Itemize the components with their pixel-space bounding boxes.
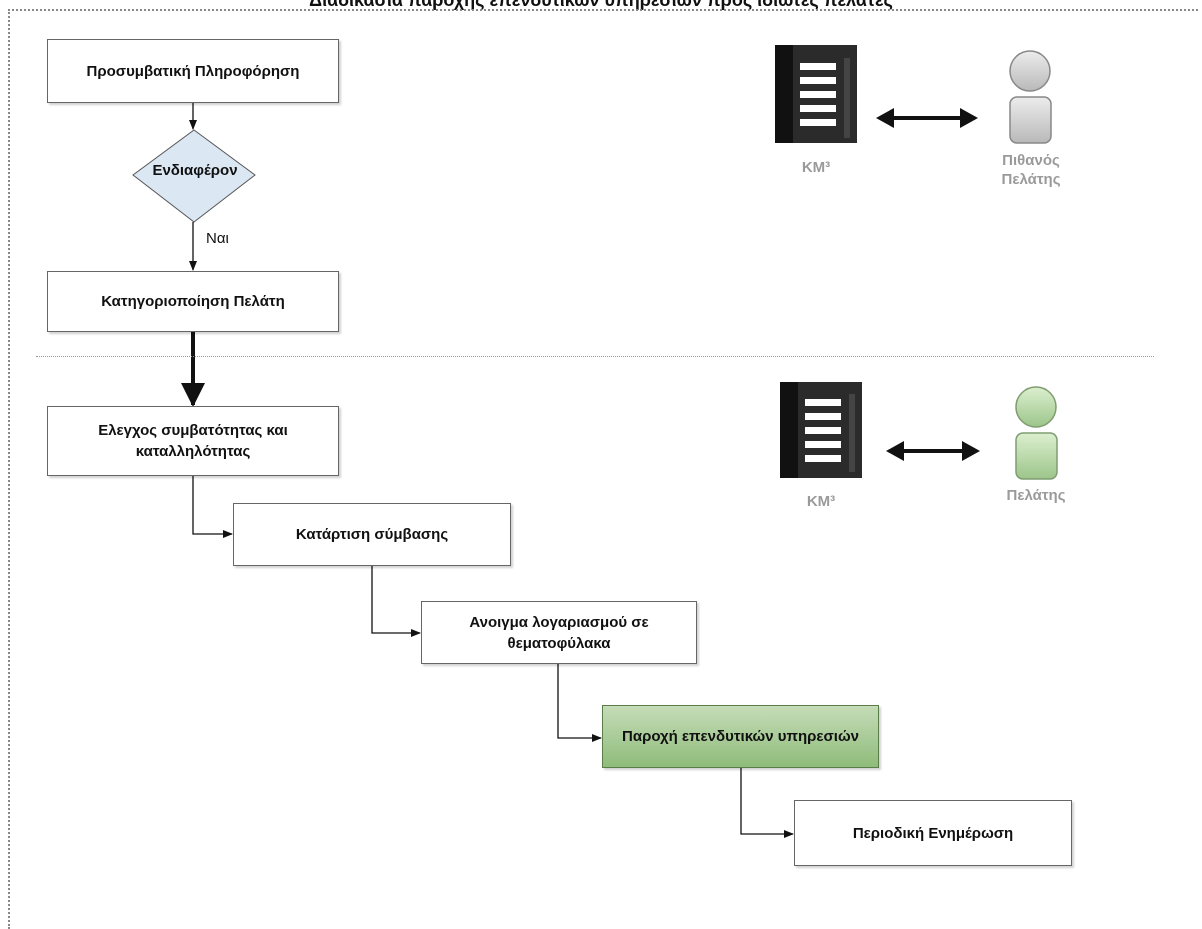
step-suitability: Ελεγχος συμβατότητας και καταλληλότητας xyxy=(47,406,339,476)
phase-divider xyxy=(36,356,1154,357)
potential-client-label: Πιθανός Πελάτης xyxy=(1001,152,1061,188)
step-categorize-label: Κατηγοριοποίηση Πελάτη xyxy=(101,293,285,310)
step-services: Παροχή επενδυτικών υπηρεσιών xyxy=(602,705,879,768)
dotted-frame xyxy=(8,9,1198,929)
decision-label: Ενδιαφέρον xyxy=(152,162,238,179)
step-contract-label: Κατάρτιση σύμβασης xyxy=(295,526,449,543)
firm-label-top: ΚΜ³ xyxy=(801,159,831,176)
step-suitability-label: Ελεγχος συμβατότητας και καταλληλότητας xyxy=(98,422,288,460)
step-info-label: Προσυμβατική Πληροφόρηση xyxy=(86,62,300,80)
double-arrow-icon xyxy=(876,108,978,128)
double-arrow-icon xyxy=(886,441,980,461)
step-contract: Κατάρτιση σύμβασης xyxy=(233,503,511,566)
firm-label-bottom: ΚΜ³ xyxy=(806,493,836,510)
decision-yes-label: Ναι xyxy=(206,230,229,247)
person-icon xyxy=(1015,386,1058,480)
connector-suitability-to-contract xyxy=(192,476,233,538)
step-account-label: Ανοιγμα λογαριασμού σε θεματοφύλακα xyxy=(469,613,649,652)
step-update-label: Περιοδική Ενημέρωση xyxy=(852,824,1014,842)
diagram-title: Διαδικασία παροχής επενδυτικών υπηρεσιών… xyxy=(309,0,893,10)
step-categorize: Κατηγοριοποίηση Πελάτη xyxy=(47,271,339,332)
connector-account-to-services xyxy=(557,664,602,742)
client-label: Πελάτης xyxy=(1006,487,1066,504)
building-icon xyxy=(775,45,857,143)
person-icon xyxy=(1009,50,1052,144)
connector-contract-to-account xyxy=(371,566,421,637)
step-update: Περιοδική Ενημέρωση xyxy=(794,800,1072,866)
building-icon xyxy=(780,382,862,478)
step-services-label: Παροχή επενδυτικών υπηρεσιών xyxy=(622,728,859,745)
step-info: Προσυμβατική Πληροφόρηση xyxy=(47,39,339,103)
step-account: Ανοιγμα λογαριασμού σε θεματοφύλακα xyxy=(421,601,697,664)
decision-diamond xyxy=(132,129,256,223)
connector-services-to-update xyxy=(740,768,794,838)
